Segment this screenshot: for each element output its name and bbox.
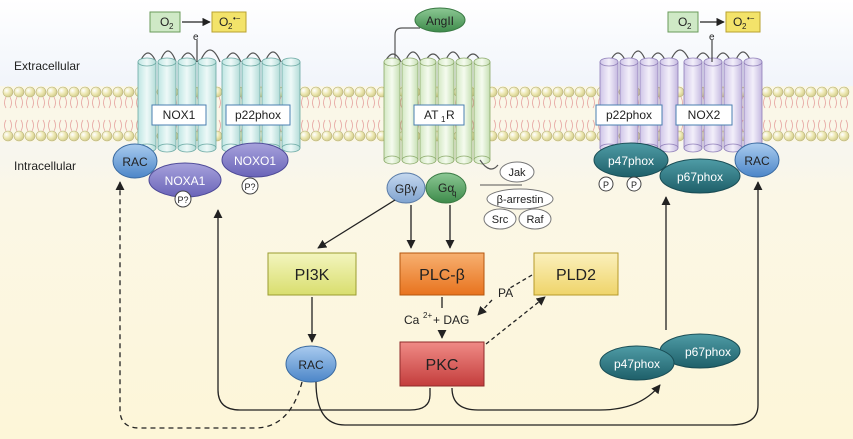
g-beta-gamma-label: Gβγ xyxy=(395,182,417,196)
beta-arrestin xyxy=(486,188,554,210)
phospho-p47-b xyxy=(626,176,642,192)
plcb-label: PLC-β xyxy=(419,267,465,284)
pld2-label: PLD2 xyxy=(556,267,596,284)
raf-label: Raf xyxy=(526,214,544,226)
phospho-p47-a-label: P xyxy=(603,180,609,190)
at1r-label: AT xyxy=(424,108,439,122)
superoxide-left-sup: •− xyxy=(233,14,241,23)
pi3k-box xyxy=(267,252,357,296)
angII-ligand xyxy=(414,7,466,33)
rac-right xyxy=(734,142,780,178)
nox1-complex: NOX1 p22phox RAC NOXA1 NOXO1 P? P? xyxy=(112,49,301,208)
rac-left-label: RAC xyxy=(122,155,148,169)
extracellular-label: Extracellular xyxy=(14,59,80,73)
o2-right: O xyxy=(678,15,687,29)
intracellular-label: Intracellular xyxy=(14,159,76,173)
raf xyxy=(518,208,552,230)
rac-cytosolic-label: RAC xyxy=(298,358,324,372)
ca-dag-label: Ca xyxy=(404,313,420,327)
p47phox-membrane xyxy=(593,142,669,178)
electron-right: e xyxy=(709,32,715,43)
nox2-label: NOX2 xyxy=(688,108,721,122)
noxa1-label: NOXA1 xyxy=(165,174,206,188)
rac-right-label: RAC xyxy=(744,154,770,168)
rac-left xyxy=(112,143,158,179)
at1r-sub: 1 xyxy=(441,115,446,124)
p22phox-left-label: p22phox xyxy=(235,108,281,122)
p47phox-membrane-label: p47phox xyxy=(608,154,654,168)
ca-dag-post: + DAG xyxy=(433,313,469,327)
electron-left: e xyxy=(193,32,199,43)
nox2-complex: p22phox NOX2 p47phox p67phox RAC P P xyxy=(593,49,780,194)
pi3k-label: PI3K xyxy=(295,267,330,284)
noxo1-label: NOXO1 xyxy=(234,154,276,168)
pkc-label: PKC xyxy=(426,357,459,374)
pld2-box xyxy=(533,252,619,296)
src xyxy=(483,208,517,230)
nox1-label: NOX1 xyxy=(163,108,196,122)
p47phox-cytosolic-label: p47phox xyxy=(614,357,660,371)
beta-arrestin-label: β-arrestin xyxy=(497,194,544,206)
p67phox-membrane-label: p67phox xyxy=(677,170,723,184)
p67phox-membrane xyxy=(659,158,741,194)
phospho-p47-a xyxy=(598,176,614,192)
jak-label: Jak xyxy=(508,167,526,179)
superoxide-right-sup: •− xyxy=(747,14,755,23)
p47phox-cytosolic xyxy=(599,345,675,381)
ca-sup: 2+ xyxy=(423,311,432,320)
pa-label: PA xyxy=(498,286,513,300)
phospho-p47-b-label: P xyxy=(631,180,637,190)
plcb-box xyxy=(399,252,485,296)
rac-cytosolic xyxy=(285,345,337,383)
g-alpha-q xyxy=(425,172,467,204)
superoxide-left-sub: 2 xyxy=(228,22,233,31)
pkc-box xyxy=(399,341,485,387)
g-alpha-q-label: Gα xyxy=(438,181,454,195)
noxo1 xyxy=(221,142,289,178)
superoxide-left: O 2 e O 2 •− xyxy=(149,11,247,62)
g-alpha-q-sub: q xyxy=(452,189,456,198)
phospho-unknown-noxo1 xyxy=(241,177,259,195)
at1r-tail: R xyxy=(446,108,455,122)
phospho-unknown-noxo1-label: P? xyxy=(244,182,255,192)
superoxide-right-label: O xyxy=(733,15,742,29)
superoxide-right: O 2 e O 2 •− xyxy=(667,11,761,62)
p67phox-cytosolic-label: p67phox xyxy=(685,345,731,359)
superoxide-left-label: O xyxy=(219,15,228,29)
p22phox-right-label: p22phox xyxy=(606,108,652,122)
g-beta-gamma xyxy=(386,172,426,204)
superoxide-right-sub: 2 xyxy=(742,22,747,31)
phospho-unknown-noxa1-label: P? xyxy=(177,195,188,205)
src-label: Src xyxy=(492,214,509,226)
o2-left: O xyxy=(160,15,169,29)
o2-right-sub: 2 xyxy=(687,22,692,31)
pathway-arrows xyxy=(115,181,763,429)
o2-left-sub: 2 xyxy=(169,22,174,31)
angII-label: AngII xyxy=(426,14,454,28)
jak xyxy=(499,161,535,183)
phospho-unknown-noxa1 xyxy=(174,190,192,208)
at1-receptor: AngII AT 1 R Gβγ Gα q xyxy=(383,7,499,204)
receptor-effectors: Jak β-arrestin Src Raf xyxy=(480,161,554,230)
